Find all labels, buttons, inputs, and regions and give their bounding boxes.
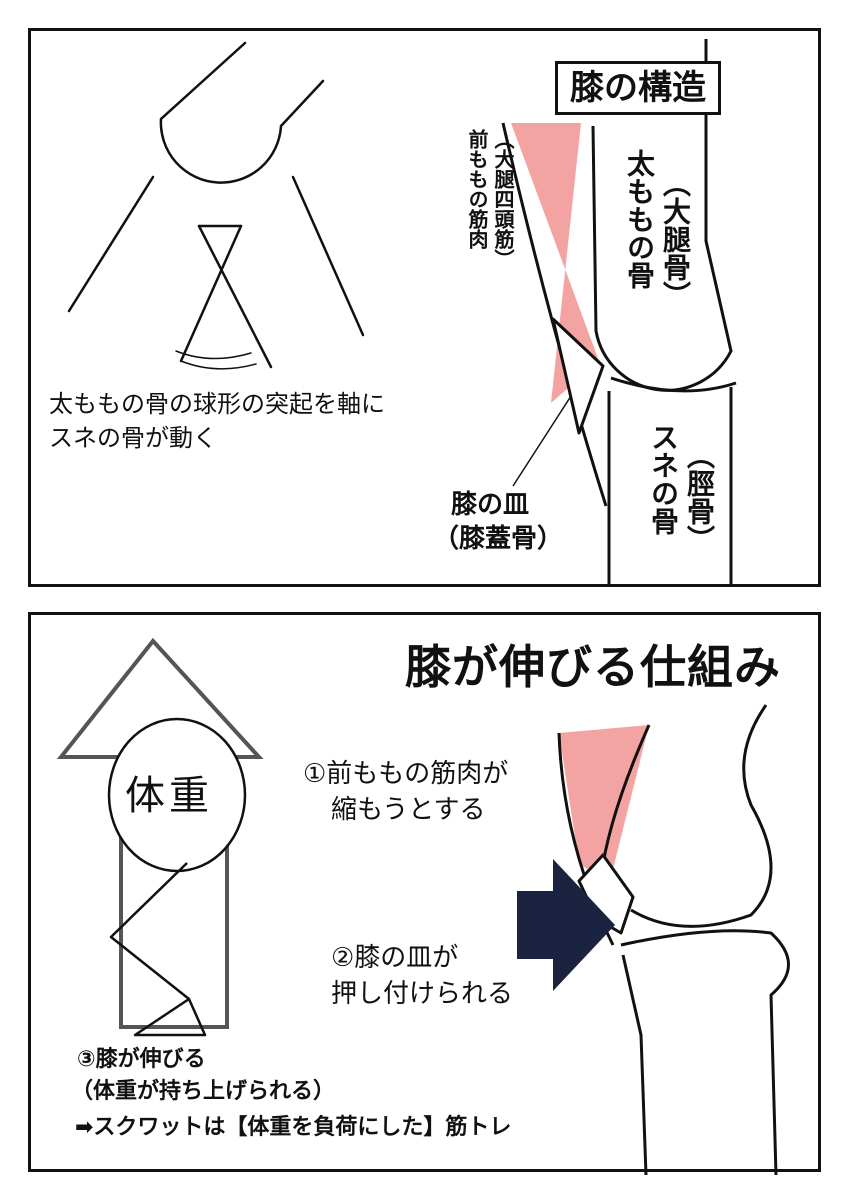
knee-extension-title: 膝が伸びる仕組み — [405, 640, 781, 694]
quadriceps-reading: （大腿四頭筋） — [491, 129, 515, 269]
knee-structure-panel: 膝の構造 太ももの骨の球形の突起を軸に スネの骨が動く （大腿四頭筋） 前ももの… — [28, 28, 821, 587]
body-weight-label: 体重 — [125, 773, 213, 819]
knee-extension-anatomy — [517, 704, 790, 1175]
leg-zigzag — [109, 862, 207, 1037]
contracting-muscle — [559, 725, 649, 885]
knee-extension-drawing — [56, 637, 790, 1175]
cross-line-b — [179, 224, 243, 363]
joint-line — [610, 376, 737, 393]
step3-line-1: ③膝が伸びる — [77, 1047, 206, 1072]
tibia-front-outline — [620, 929, 790, 1175]
motion-arc-1 — [175, 350, 252, 360]
ball-joint-schematic — [67, 41, 365, 370]
knee-anatomy — [501, 39, 737, 587]
push-arrow — [517, 859, 615, 991]
caption-line-2: スネの骨が動く — [49, 424, 217, 452]
patella-reading: （膝蓋骨） — [433, 524, 564, 554]
caption-line-1: 太ももの骨の球形の突起を軸に — [49, 390, 385, 418]
tibia-label: スネの骨 — [647, 423, 680, 535]
right-outer-line — [291, 175, 365, 337]
motion-arc-2 — [180, 360, 257, 370]
step3-line-3: ➡スクワットは【体重を負荷にした】筋トレ — [75, 1115, 512, 1140]
femur-label: 太ももの骨 — [623, 149, 656, 289]
patella-label: 膝の皿 — [451, 490, 530, 520]
knee-structure-title: 膝の構造 — [555, 61, 721, 115]
step2-line-2: 押し付けられる — [331, 979, 514, 1009]
quadriceps-muscle — [511, 123, 599, 403]
femur-condyle-outline — [630, 704, 773, 928]
step2-line-1: ②膝の皿が — [331, 943, 459, 973]
femur-ball-outline — [159, 41, 325, 184]
tibia-back-outline — [621, 954, 648, 1175]
tibia-reading: （脛骨） — [683, 441, 716, 553]
left-outer-line — [67, 175, 155, 313]
step1-line-1: ①前ももの筋肉が — [303, 759, 509, 789]
quadriceps-label: 前ももの筋肉 — [465, 129, 489, 249]
femur-reading: （大腿骨） — [659, 169, 692, 309]
knee-structure-drawing — [67, 39, 737, 587]
patella-shape — [551, 317, 605, 435]
cross-line-a — [197, 224, 273, 369]
knee-extension-panel: 膝が伸びる仕組み 体重 ①前ももの筋肉が 縮もうとする ②膝の皿が 押し付けられ… — [28, 612, 821, 1175]
patella-leader-line — [512, 395, 572, 487]
step1-line-2: 縮もうとする — [331, 795, 486, 825]
step3-line-2: （体重が持ち上げられる） — [71, 1079, 336, 1104]
